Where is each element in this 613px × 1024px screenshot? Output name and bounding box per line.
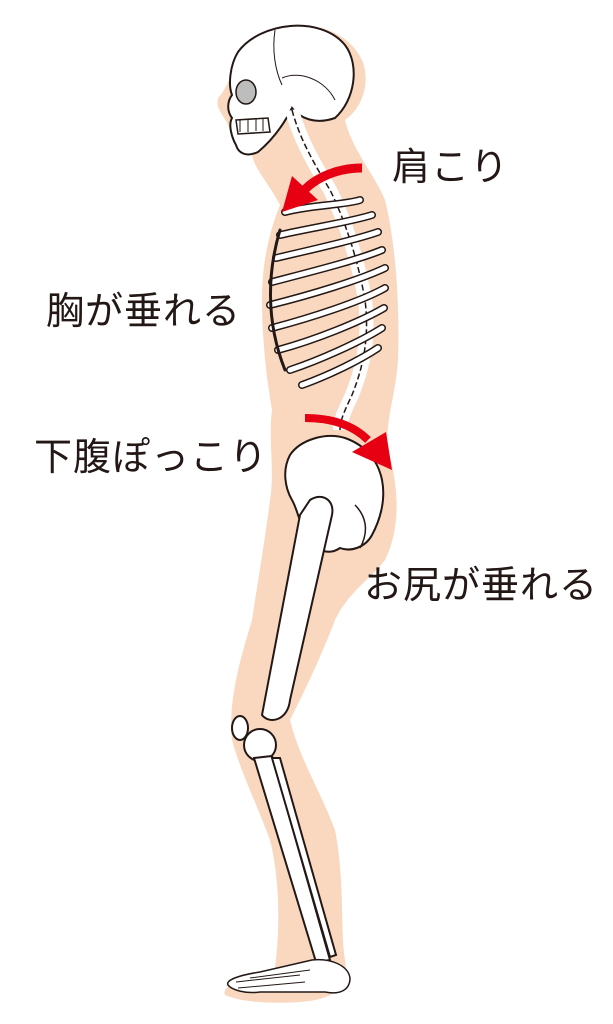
foot: [226, 958, 351, 994]
label-buttocks-sagging: お尻が垂れる: [364, 563, 599, 607]
lower-leg-bones: [252, 754, 338, 964]
label-shoulder-stiffness: 肩こり: [392, 145, 510, 189]
label-lower-belly-bulge: 下腹ぽっこり: [34, 435, 269, 479]
skull: [227, 24, 355, 156]
rib-cage: [266, 196, 389, 389]
femur: [231, 495, 334, 762]
pelvis-arrow: [304, 414, 392, 470]
shoulder-arrow: [282, 163, 363, 212]
label-chest-sagging: 胸が垂れる: [46, 289, 242, 333]
